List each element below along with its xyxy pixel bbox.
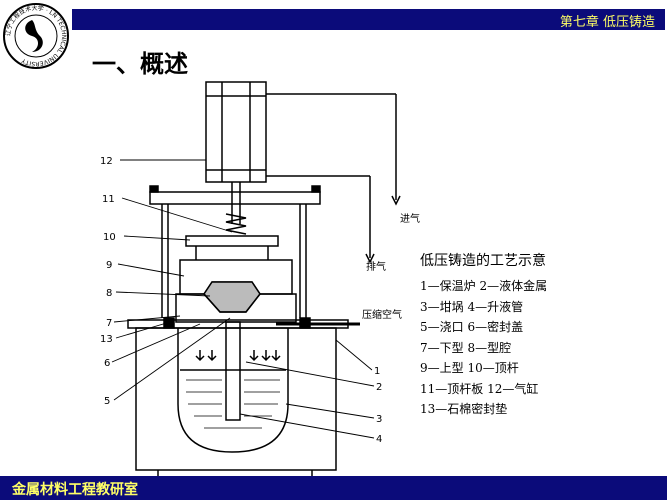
legend-row: 7—下型 8—型腔 bbox=[420, 340, 512, 355]
footer-bar: 金属材料工程教研室 bbox=[0, 476, 667, 500]
label-7: 7 bbox=[106, 318, 112, 329]
holding-furnace bbox=[135, 327, 337, 471]
label-1: 1 bbox=[374, 366, 380, 377]
lower-mold bbox=[175, 293, 297, 323]
label-13: 13 bbox=[100, 334, 113, 345]
legend-title: 低压铸造的工艺示意 bbox=[420, 253, 546, 269]
chapter-title: 第七章 低压铸造 bbox=[559, 15, 655, 30]
cylinder bbox=[205, 81, 267, 183]
legend-row: 3—坩埚 4—升液管 bbox=[420, 299, 524, 314]
label-12: 12 bbox=[100, 156, 113, 167]
crucible bbox=[177, 328, 289, 453]
label-8: 8 bbox=[106, 288, 112, 299]
label-10: 10 bbox=[103, 232, 116, 243]
label-inlet: 进气 bbox=[400, 212, 420, 225]
riser-tube bbox=[225, 321, 241, 421]
label-2: 2 bbox=[376, 382, 382, 393]
label-4: 4 bbox=[376, 434, 382, 445]
footer-text: 金属材料工程教研室 bbox=[12, 482, 138, 498]
top-frame bbox=[149, 191, 321, 205]
ejector-plate bbox=[185, 235, 279, 247]
mold-cavity bbox=[203, 281, 261, 313]
legend: 低压铸造的工艺示意 1—保温炉 2—液体金属 3—坩埚 4—升液管 5—浇口 6… bbox=[420, 250, 660, 420]
legend-row: 9—上型 10—顶杆 bbox=[420, 361, 519, 375]
label-5: 5 bbox=[104, 396, 110, 407]
spring bbox=[225, 213, 247, 235]
label-9: 9 bbox=[106, 260, 112, 271]
university-logo: 辽宁工程技术大学 · LN TECHNICAL UNIVERSITY bbox=[3, 3, 69, 69]
label-6: 6 bbox=[104, 358, 110, 369]
legend-row: 13—石棉密封垫 bbox=[420, 402, 508, 416]
label-3: 3 bbox=[376, 414, 382, 425]
legend-row: 11—顶杆板 12—气缸 bbox=[420, 381, 539, 396]
label-11: 11 bbox=[102, 194, 115, 205]
label-compressed-air: 压缩空气 bbox=[362, 308, 402, 321]
legend-row: 5—浇口 6—密封盖 bbox=[420, 320, 524, 334]
header-bar: 第七章 低压铸造 bbox=[72, 9, 665, 30]
label-exhaust: 排气 bbox=[366, 260, 386, 273]
legend-row: 1—保温炉 2—液体金属 bbox=[420, 279, 548, 293]
slide-heading: 一、概述 bbox=[92, 50, 188, 78]
